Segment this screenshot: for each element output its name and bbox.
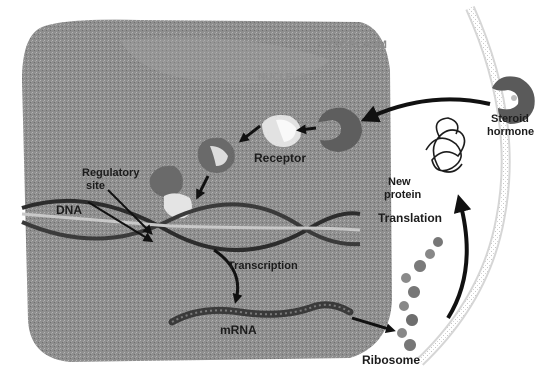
nucleus-label: NUCLEUS <box>258 72 307 83</box>
new-protein-label-line1: New <box>388 176 411 188</box>
new-protein-coil <box>426 118 465 172</box>
regulatory-site-label-line2: site <box>86 180 105 192</box>
dna-label: DNA <box>56 203 82 217</box>
regulatory-site-label-line1: Regulatory <box>82 167 140 179</box>
receptor-label: Receptor <box>254 151 306 165</box>
new-protein-label-line2: protein <box>384 189 422 201</box>
steroid-hormone-label-line2: hormone <box>487 126 534 138</box>
cytoplasm-label: CYTOPLASM <box>318 39 387 51</box>
mrna-label: mRNA <box>220 323 257 337</box>
complex-intermediate <box>198 138 235 173</box>
transcription-label: Transcription <box>228 260 298 272</box>
ribosome-chain <box>397 237 443 351</box>
steroid-hormone-label-line1: Steroid <box>491 113 529 125</box>
translation-label: Translation <box>378 211 442 225</box>
ribosome-label: Ribosome <box>362 353 420 367</box>
